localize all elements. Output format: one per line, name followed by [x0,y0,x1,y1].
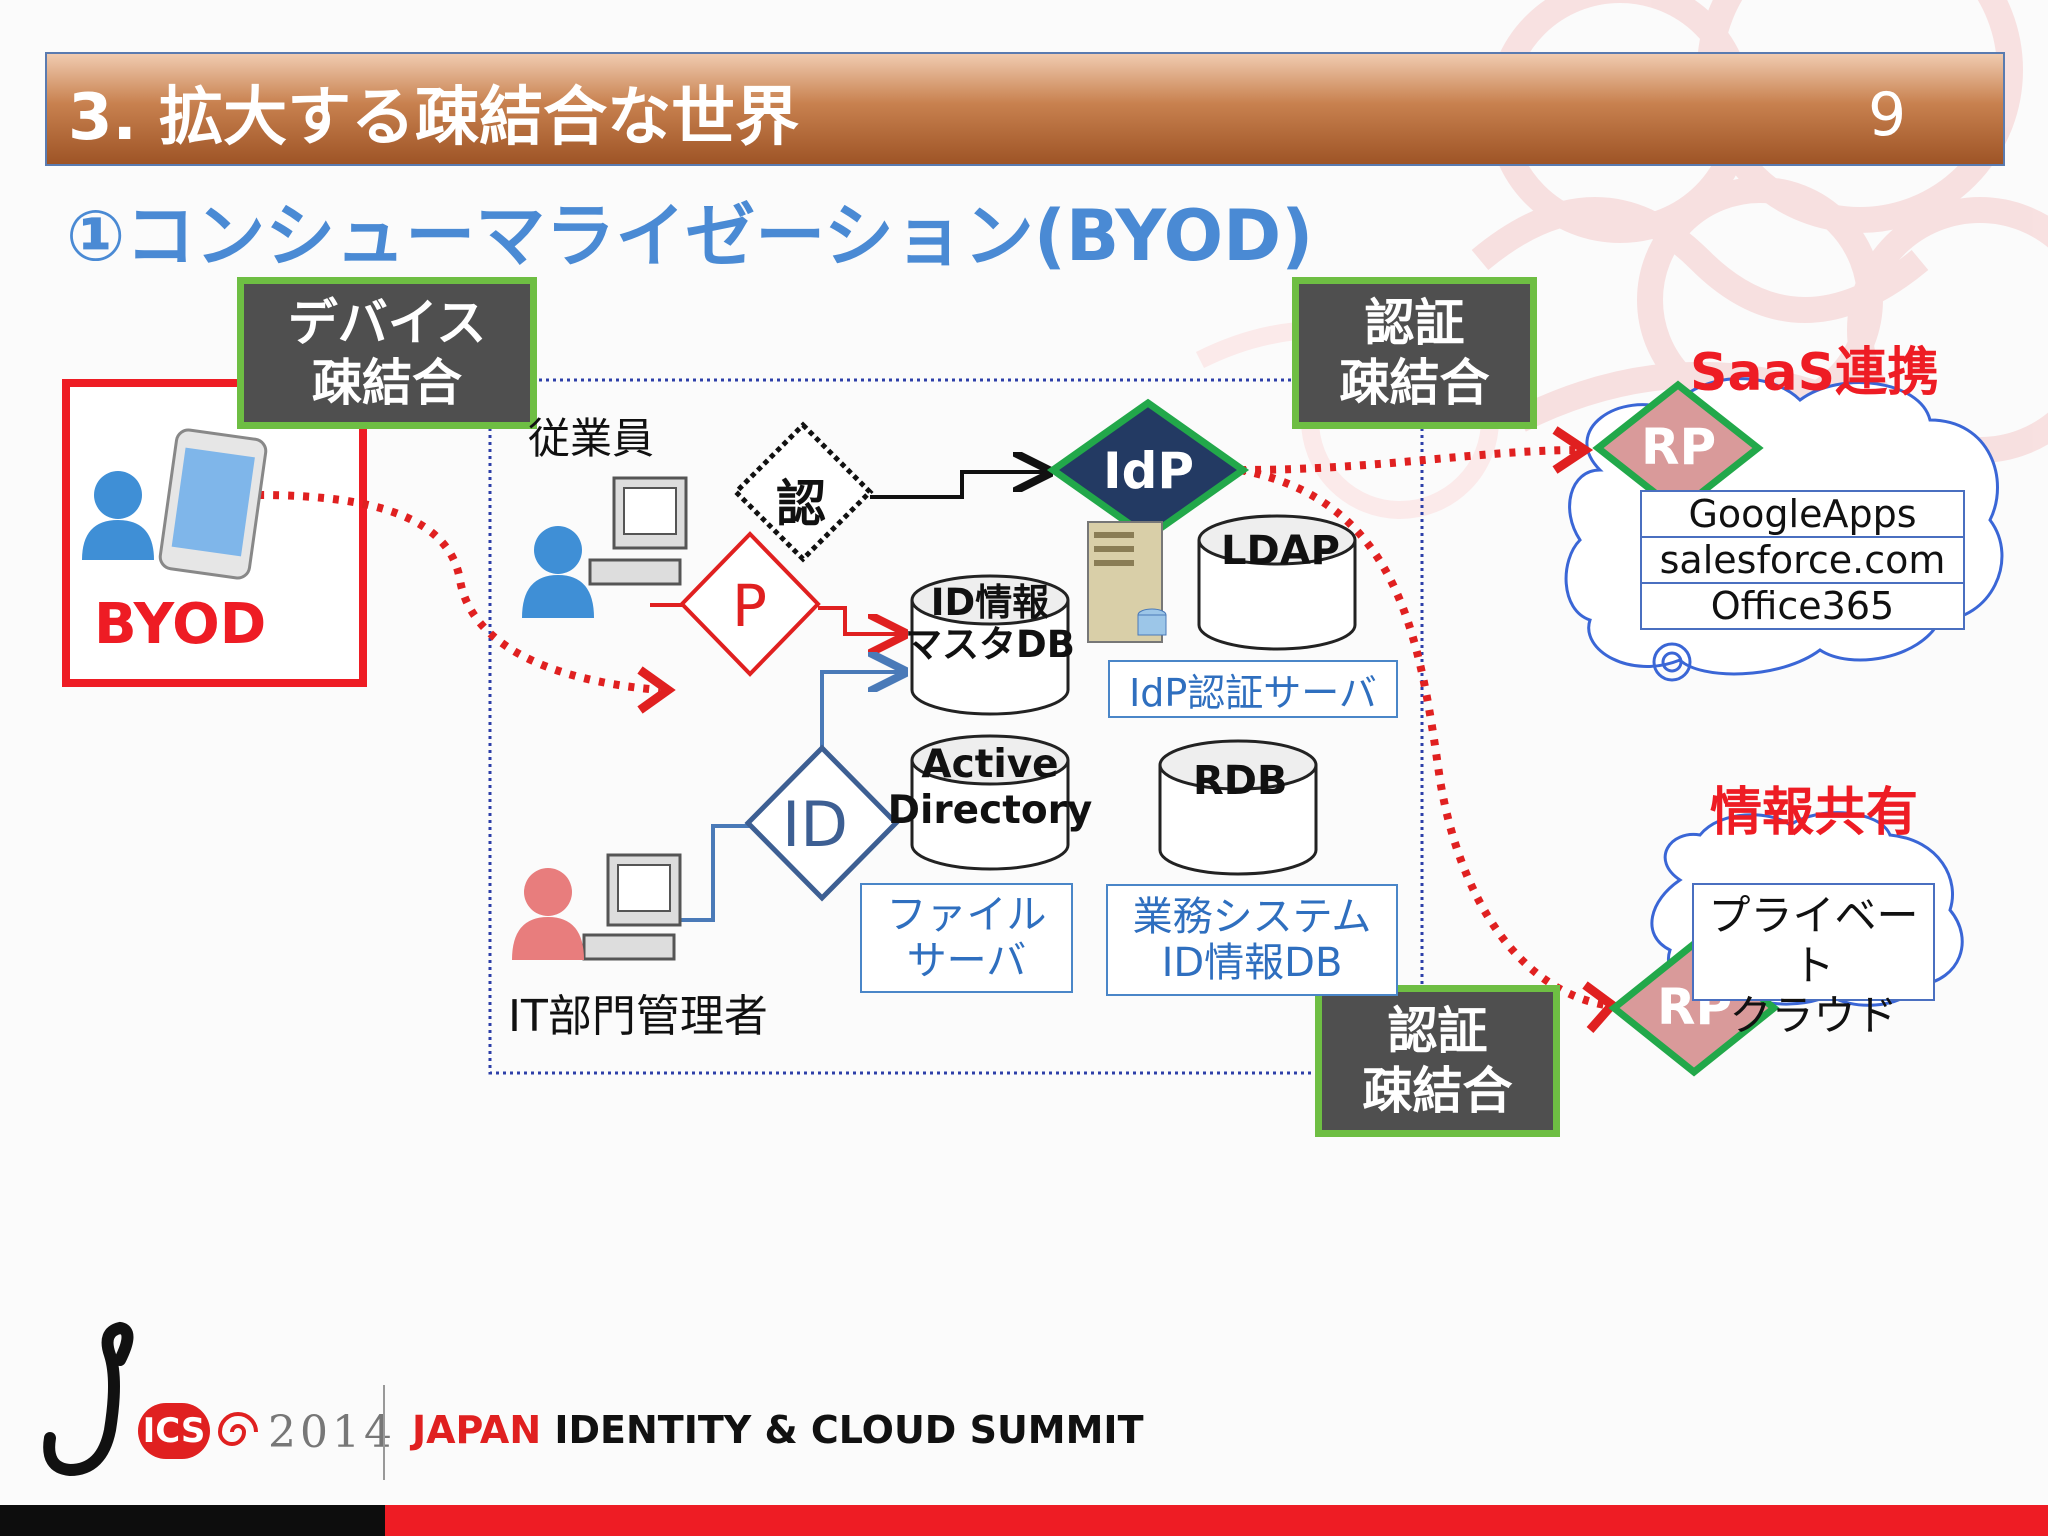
slide-subtitle: ①コンシューマライゼーション(BYOD) [66,195,1314,277]
page-number: 9 [1868,80,1907,150]
tag-line: デバイス [287,294,487,352]
idp-to-rp-bottom-arrowhead [1582,981,1619,1033]
master-db-label: ID情報 マスタDB [900,582,1080,666]
footer-bar-black [0,1505,385,1536]
id-diamond-label: ID [782,788,849,861]
tag-auth-loose-coupling-top: 認証 疎結合 [1292,277,1537,429]
footer-bar-red [385,1505,2048,1536]
employee-label: 従業員 [528,414,655,463]
business-system-box: 業務システム ID情報DB [1106,884,1398,996]
idp-server-box: IdP認証サーバ [1108,660,1398,718]
footer-divider [383,1385,385,1480]
id-diamond [744,744,900,902]
p-diamond-label: P [732,572,767,640]
business-system-line: 業務システム [1132,894,1372,940]
info-share-label: 情報共有 [1710,783,1919,843]
header-bar [45,52,2005,166]
saas-service-item: Office365 [1710,584,1895,628]
summit-name-black: IDENTITY & CLOUD SUMMIT [554,1408,1144,1452]
idp-to-rp-top [1239,446,1581,474]
saas-service-item: salesforce.com [1642,538,1963,584]
employee-pc-icon [588,476,688,586]
slide-title: 3. 拡大する疎結合な世界 [68,81,800,155]
ldap-label: LDAP [1221,528,1340,574]
admin-to-id-line [673,824,756,922]
rdb-cylinder [1158,739,1318,876]
auth-diamond-label: 認 [776,475,826,533]
id-to-master-arrow [820,672,900,750]
admin-pc-icon [582,853,682,961]
tag-line: 疎結合 [1339,354,1490,412]
byod-flow-arrowhead [637,666,676,714]
ldap-cylinder [1197,514,1357,651]
server-icon [1087,521,1167,643]
file-server-line: サーバ [906,938,1027,984]
auth-diamond [732,421,874,563]
cloud-bubble [1652,642,1692,682]
file-server-box: ファイル サーバ [860,883,1073,993]
ad-line: Directory [887,788,1093,833]
tag-device-loose-coupling: デバイス 疎結合 [237,277,537,429]
auth-to-idp-arrow [870,472,1045,499]
ad-line: Active [921,742,1059,787]
cloud-bubble [1661,651,1683,673]
footer-summit-name: JAPAN IDENTITY & CLOUD SUMMIT [412,1408,1144,1452]
tag-line: 疎結合 [1362,1062,1513,1120]
swirl-logo-icon [217,1412,258,1446]
business-system-line: ID情報DB [1161,940,1343,986]
jics-logo-mark [43,1321,134,1477]
rp-top-label: RP [1641,418,1717,476]
saas-label: SaaS連携 [1690,343,1940,403]
saas-service-list: GoogleApps salesforce.com Office365 [1640,490,1965,630]
tag-line: 認証 [1387,1002,1488,1060]
summit-name-red: JAPAN [412,1408,542,1452]
master-db-line: マスタDB [905,623,1075,666]
idp-server-label: IdP認証サーバ [1129,670,1377,715]
admin-person-icon [512,868,584,960]
idp-to-rp-top-arrowhead [1552,426,1594,474]
p-to-master-arrow [818,606,900,634]
file-server-line: ファイル [886,892,1047,938]
tag-line: 認証 [1364,294,1465,352]
private-cloud-box: プライベート クラウド [1692,883,1935,1040]
ad-cylinder [910,734,1070,871]
footer-year: 2014 [268,1407,396,1458]
idp-label: IdP [1103,442,1195,500]
employee-person-icon [522,526,594,618]
master-db-cylinder [910,574,1070,716]
master-db-line: ID情報 [930,581,1050,624]
saas-service-item: GoogleApps [1642,492,1963,538]
tag-auth-loose-coupling-bottom: 認証 疎結合 [1315,985,1560,1137]
ad-label: Active Directory [885,742,1095,834]
rdb-label: RDB [1193,758,1288,804]
tag-line: 疎結合 [312,354,462,412]
byod-person-icon [82,471,154,560]
ics-logo-badge: ICS [138,1403,210,1459]
byod-label: BYOD [94,592,267,657]
it-admin-label: IT部門管理者 [508,991,768,1042]
p-diamond [679,531,821,677]
private-cloud-line: クラウド [1729,991,1898,1040]
private-cloud-line: プライベート [1708,891,1919,990]
smartphone-icon [158,428,268,580]
